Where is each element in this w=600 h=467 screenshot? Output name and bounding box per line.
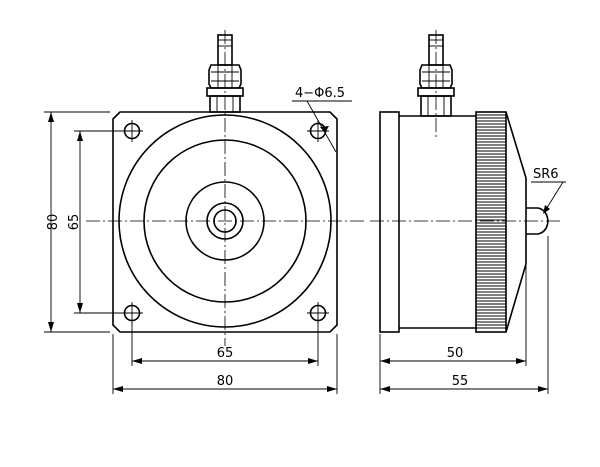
hole-callout-label: 4−Φ6.5 [295, 86, 345, 101]
front-flange-outline [112, 111, 338, 333]
side-tapered-cover [505, 111, 527, 333]
dim-body-width: 50 [447, 346, 464, 361]
dim-height-outer: 80 [46, 214, 61, 231]
side-dimensions [379, 181, 566, 394]
dim-width-outer: 80 [217, 374, 234, 389]
side-body [399, 115, 476, 329]
side-view [370, 30, 560, 333]
front-mounting-holes [121, 120, 329, 324]
side-flange-plate [379, 111, 400, 333]
dim-total-width: 55 [452, 374, 469, 389]
dim-width-holes: 65 [217, 346, 234, 361]
front-dimensions [44, 100, 352, 394]
front-view [86, 30, 364, 346]
radius-callout-label: SR6 [533, 167, 559, 182]
dim-height-holes: 65 [67, 214, 82, 231]
side-knurled-ring [475, 111, 507, 333]
